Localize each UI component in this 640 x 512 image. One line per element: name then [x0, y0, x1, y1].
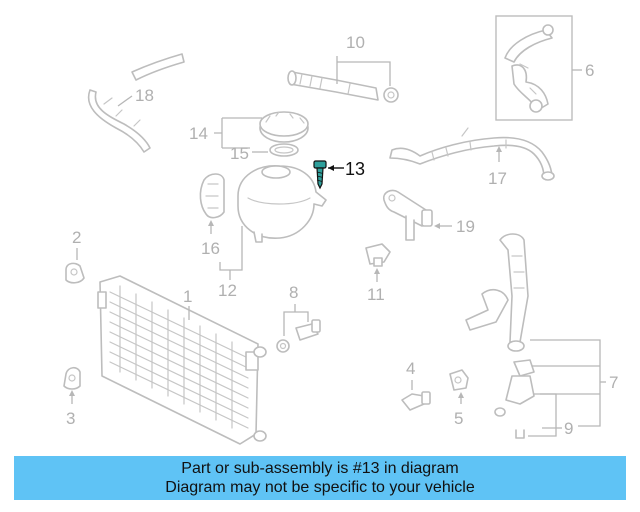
part-11-connector[interactable]: [365, 243, 391, 267]
callout-8: 8: [289, 283, 298, 302]
callout-6: 6: [585, 61, 594, 80]
callout-18: 18: [135, 86, 154, 105]
part-9-hose-clamps[interactable]: [515, 429, 525, 439]
callout-2: 2: [72, 228, 81, 247]
banner-line-disclaimer: Diagram may not be specific to your vehi…: [165, 479, 475, 496]
callout-15: 15: [230, 144, 249, 163]
callout-4: 4: [406, 359, 415, 378]
part-1-radiator[interactable]: [97, 275, 267, 445]
part-7-radiator-hose-assembly[interactable]: [465, 233, 535, 417]
part-10-connecting-pipe[interactable]: [287, 70, 399, 103]
part-12-expansion-tank[interactable]: [237, 165, 327, 243]
part-6-hose-assembly[interactable]: [495, 15, 573, 121]
part-14-expansion-tank-cap[interactable]: [259, 111, 309, 143]
callout-13: 13: [345, 159, 365, 179]
part-5-switch[interactable]: [449, 369, 469, 391]
part-19-valve[interactable]: [382, 189, 433, 241]
part-3-mounting-bracket[interactable]: [63, 366, 81, 390]
part-info-banner: Part or sub-assembly is #13 in diagram D…: [14, 456, 626, 500]
part-17-coolant-hose[interactable]: [389, 127, 555, 181]
callout-14: 14: [189, 124, 208, 143]
part-15-seal-ring[interactable]: [269, 143, 299, 157]
callout-17: 17: [488, 169, 507, 188]
part-4-temperature-sensor[interactable]: [401, 391, 431, 411]
part-13-screw[interactable]: [313, 160, 327, 190]
part-18-hose[interactable]: [87, 53, 185, 153]
callout-3: 3: [66, 409, 75, 428]
callout-9: 9: [564, 419, 573, 438]
callout-5: 5: [454, 409, 463, 428]
part-2-mounting-bracket[interactable]: [65, 262, 85, 284]
part-16-hose-bracket[interactable]: [199, 173, 225, 219]
parts-diagram: 6 10 18 14 15 13: [63, 15, 618, 445]
callout-19: 19: [456, 217, 475, 236]
callout-10: 10: [346, 33, 365, 52]
part-8-sensor-and-seal[interactable]: [276, 319, 321, 353]
callout-1: 1: [183, 287, 192, 306]
callout-16: 16: [201, 239, 220, 258]
callout-11: 11: [367, 285, 385, 304]
callout-12: 12: [218, 281, 237, 300]
banner-line-part: Part or sub-assembly is #13 in diagram: [181, 460, 459, 477]
callout-7: 7: [609, 373, 618, 392]
